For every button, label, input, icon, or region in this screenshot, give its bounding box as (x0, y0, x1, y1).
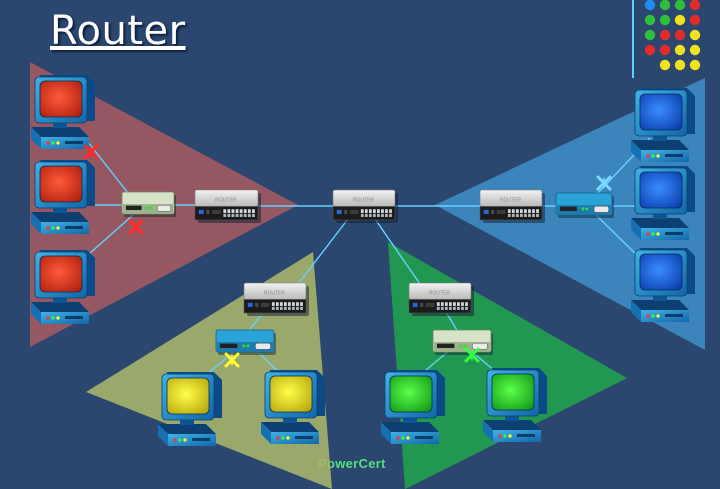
router-icon: ROUTER (479, 189, 545, 223)
color-dot (644, 29, 656, 41)
watermark: PowerCert (318, 456, 386, 471)
color-dot (674, 59, 686, 71)
color-dot (689, 44, 701, 56)
router-icon: ROUTER (408, 282, 474, 316)
data-packet-mark (83, 144, 99, 160)
router-label: ROUTER (353, 197, 375, 203)
dots-panel (632, 0, 701, 78)
switch-icon (555, 192, 614, 218)
router-label: ROUTER (500, 197, 521, 203)
routers: ROUTER ROUTER ROUTER ROUTER ROUTER (194, 189, 545, 316)
router-icon: ROUTER (243, 282, 309, 316)
color-dot (674, 0, 686, 11)
color-dot (674, 44, 686, 56)
color-dot (659, 44, 671, 56)
computer-icon (631, 88, 695, 162)
router-icon: ROUTER (194, 189, 261, 223)
router-icon: ROUTER (332, 189, 398, 223)
color-dot (644, 14, 656, 26)
computer-icon (483, 368, 547, 442)
slide-title: Router (50, 8, 186, 54)
color-dot (689, 29, 701, 41)
link (374, 218, 421, 285)
data-packet-mark (596, 175, 612, 191)
computer-icon (631, 166, 695, 240)
data-packet-mark (128, 219, 144, 235)
color-dot (659, 14, 671, 26)
computer-icon (381, 370, 445, 444)
computer-icon (261, 370, 325, 444)
color-dot (644, 44, 656, 56)
color-dots (644, 0, 701, 71)
computer-icon (31, 160, 95, 234)
zones (30, 62, 705, 489)
switch-icon (432, 329, 493, 355)
color-dot (659, 0, 671, 11)
data-packet-mark (464, 347, 480, 363)
color-dot (659, 29, 671, 41)
computer-icon (158, 372, 222, 446)
computer-icon (31, 75, 95, 149)
color-dot (689, 59, 701, 71)
data-packet-mark (224, 352, 240, 368)
link (294, 218, 349, 289)
computer-icon (631, 248, 695, 322)
link-marks (83, 144, 612, 368)
router-label: ROUTER (215, 197, 237, 203)
color-dot (689, 14, 701, 26)
switch-icon (121, 191, 176, 217)
color-dot (674, 29, 686, 41)
computers (31, 75, 695, 446)
color-dot (659, 59, 671, 71)
computer-icon (31, 250, 95, 324)
router-label: ROUTER (264, 290, 286, 296)
color-dot (674, 14, 686, 26)
router-label: ROUTER (429, 290, 451, 296)
color-dot (689, 0, 701, 11)
color-dot (644, 0, 656, 11)
switch-icon (215, 329, 276, 355)
